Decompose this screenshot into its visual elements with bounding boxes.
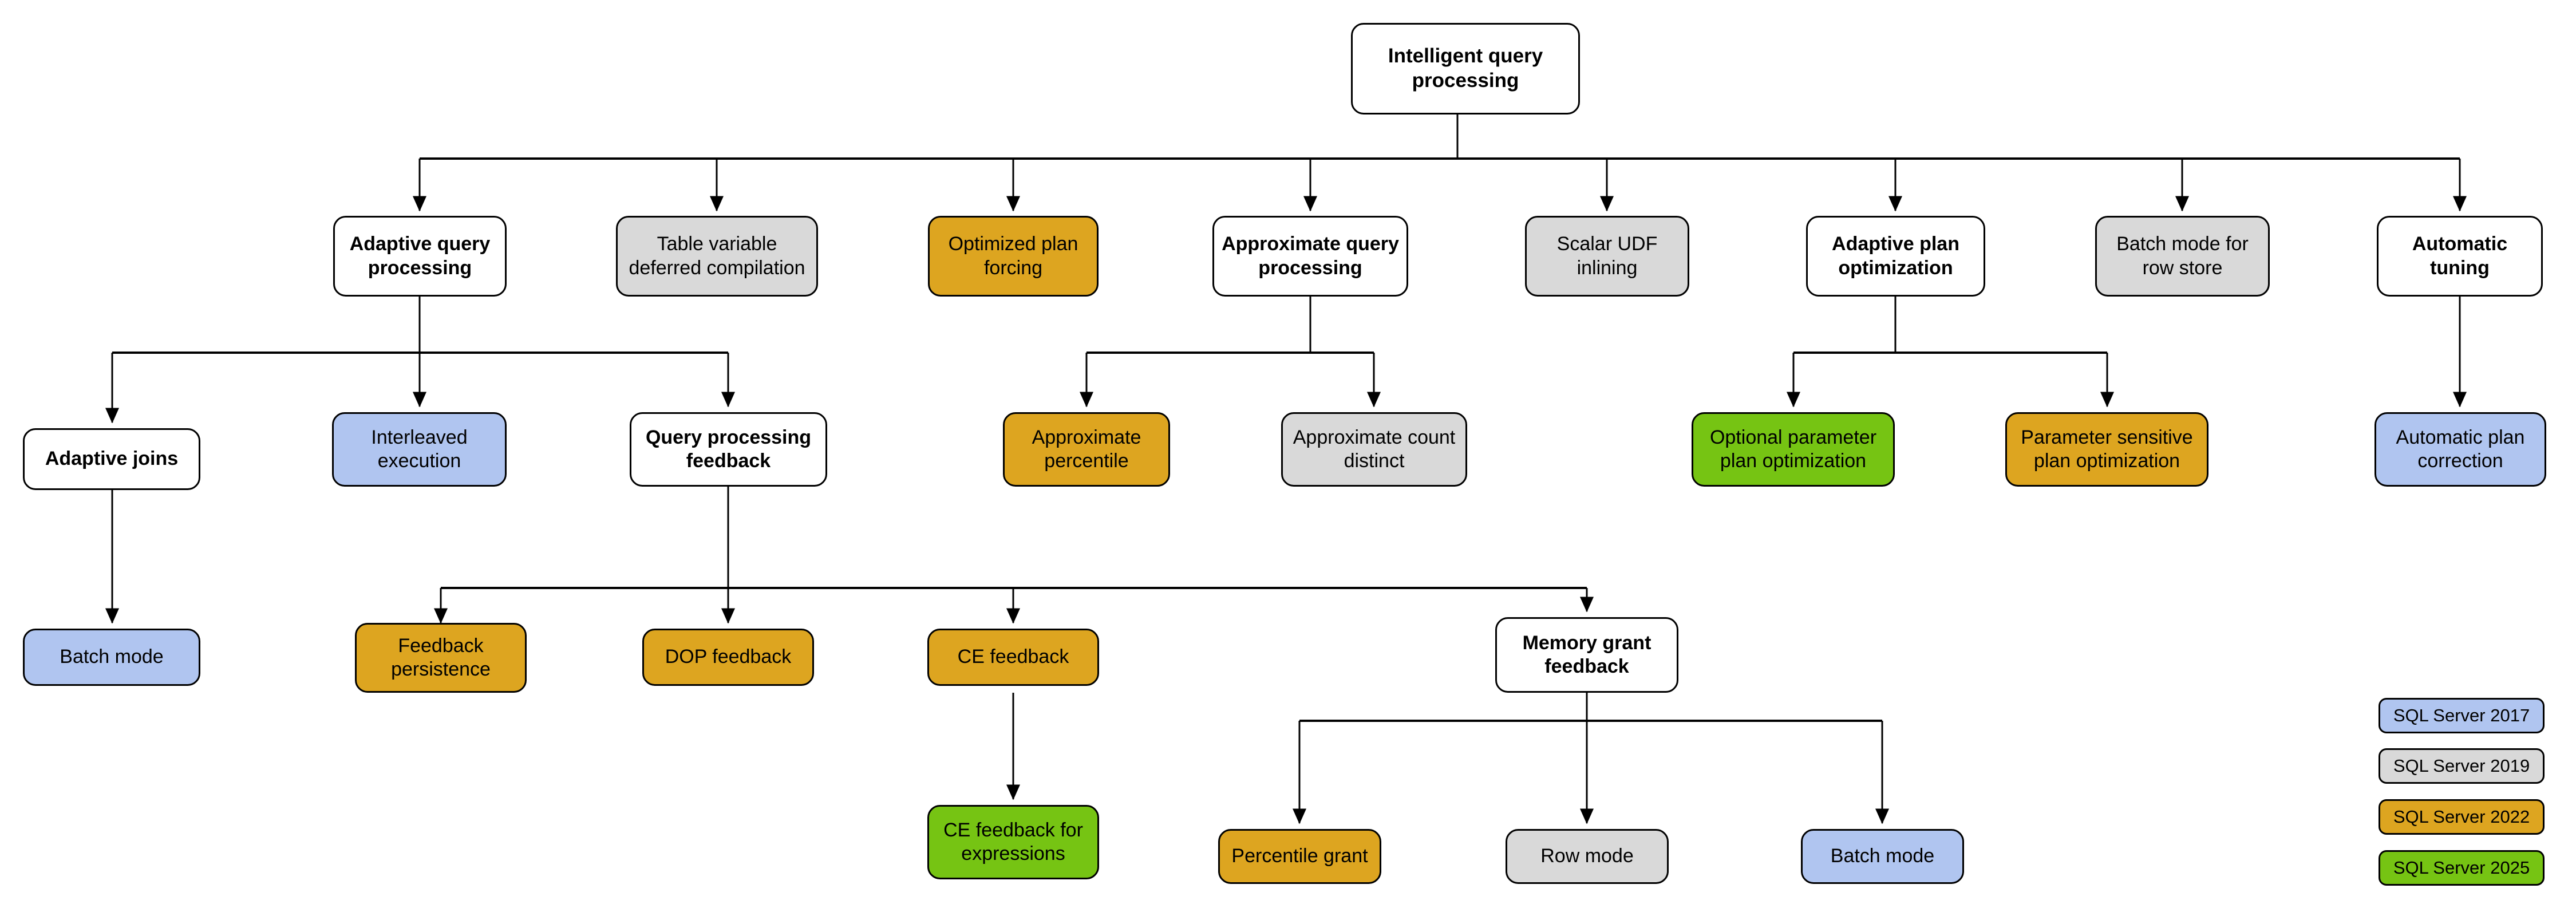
node-approximate-count-distinct[interactable]: Approximate count distinct xyxy=(1281,412,1467,487)
node-automatic-plan-correction[interactable]: Automatic plan correction xyxy=(2374,412,2546,487)
node-adaptive-plan-optimization[interactable]: Adaptive plan optimization xyxy=(1806,216,1985,297)
legend-item-sql-server-2025[interactable]: SQL Server 2025 xyxy=(2379,850,2545,886)
node-dop-feedback[interactable]: DOP feedback xyxy=(642,629,814,686)
node-adaptive-joins[interactable]: Adaptive joins xyxy=(23,428,200,490)
legend-item-sql-server-2017[interactable]: SQL Server 2017 xyxy=(2379,698,2545,733)
node-ce-feedback-for-expressions[interactable]: CE feedback for expressions xyxy=(927,805,1099,879)
node-adaptive-query-processing[interactable]: Adaptive query processing xyxy=(333,216,507,297)
node-table-variable-deferred-compilation[interactable]: Table variable deferred compilation xyxy=(616,216,818,297)
node-feedback-persistence[interactable]: Feedback persistence xyxy=(355,623,527,693)
legend-item-sql-server-2022[interactable]: SQL Server 2022 xyxy=(2379,799,2545,835)
node-approximate-query-processing[interactable]: Approximate query processing xyxy=(1212,216,1408,297)
node-ce-feedback[interactable]: CE feedback xyxy=(927,629,1099,686)
node-memory-grant-feedback[interactable]: Memory grant feedback xyxy=(1495,617,1678,693)
node-intelligent-query-processing[interactable]: Intelligent query processing xyxy=(1351,23,1580,114)
node-percentile-grant[interactable]: Percentile grant xyxy=(1218,829,1381,884)
legend-item-sql-server-2019[interactable]: SQL Server 2019 xyxy=(2379,748,2545,784)
node-batch-mode-adaptive-joins[interactable]: Batch mode xyxy=(23,629,200,686)
node-optional-parameter-plan-optimization[interactable]: Optional parameter plan optimization xyxy=(1692,412,1895,487)
node-optimized-plan-forcing[interactable]: Optimized plan forcing xyxy=(928,216,1099,297)
node-approximate-percentile[interactable]: Approximate percentile xyxy=(1003,412,1170,487)
node-parameter-sensitive-plan-optimization[interactable]: Parameter sensitive plan optimization xyxy=(2005,412,2208,487)
node-batch-mode-memory-grant[interactable]: Batch mode xyxy=(1801,829,1964,884)
node-row-mode[interactable]: Row mode xyxy=(1506,829,1669,884)
node-scalar-udf-inlining[interactable]: Scalar UDF inlining xyxy=(1525,216,1689,297)
node-automatic-tuning[interactable]: Automatic tuning xyxy=(2377,216,2543,297)
node-interleaved-execution[interactable]: Interleaved execution xyxy=(332,412,507,487)
node-query-processing-feedback[interactable]: Query processing feedback xyxy=(630,412,827,487)
node-batch-mode-for-row-store[interactable]: Batch mode for row store xyxy=(2095,216,2270,297)
